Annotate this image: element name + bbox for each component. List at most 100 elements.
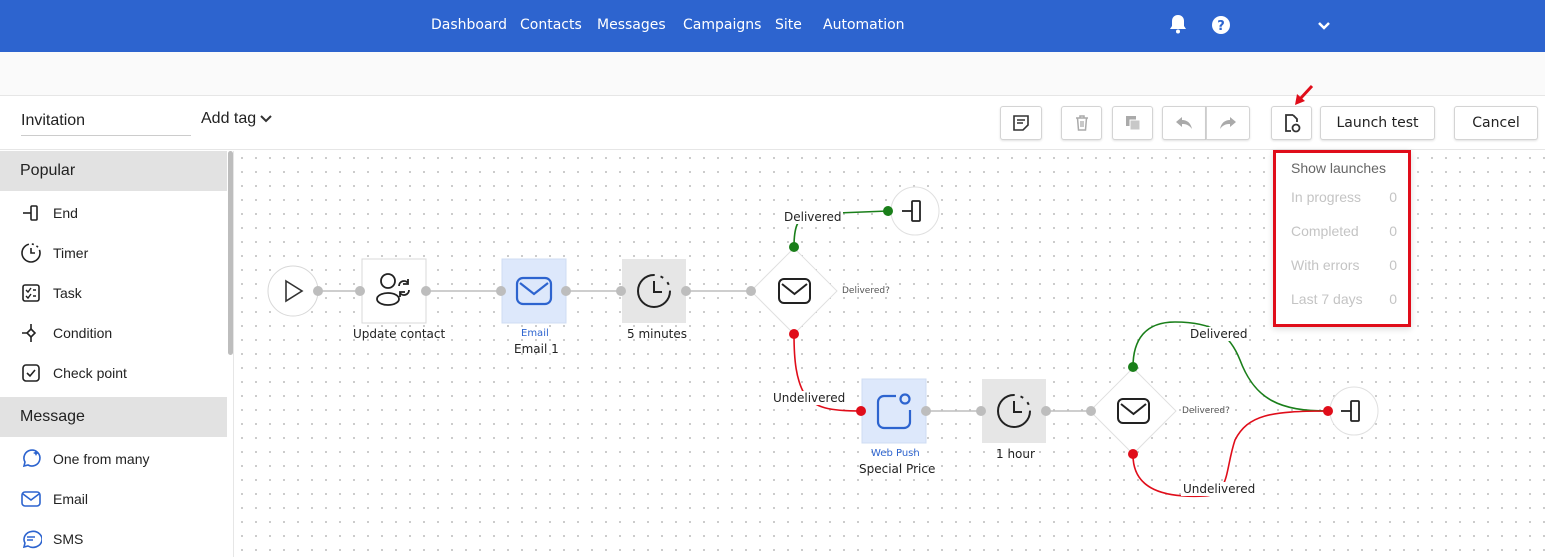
undelivered-label: Undelivered [1181, 482, 1258, 496]
palette-item-label: Check point [53, 365, 127, 381]
sidebar-scrollbar[interactable] [228, 151, 233, 355]
undo-icon [1176, 117, 1192, 129]
timer-icon [997, 394, 1031, 428]
show-launches-link[interactable]: Show launches [1291, 160, 1386, 176]
email-name-label: Email 1 [514, 342, 559, 356]
nav-campaigns[interactable]: Campaigns [683, 17, 762, 33]
launch-stat-row: With errors 0 [1291, 257, 1397, 273]
web-push-icon [876, 393, 912, 430]
web-push-name-label: Special Price [859, 462, 936, 476]
cancel-button[interactable]: Cancel [1454, 106, 1538, 140]
delivered-label: Delivered [782, 210, 844, 224]
annotation-arrow-icon [1295, 84, 1314, 105]
palette-item-label: Email [53, 491, 89, 507]
palette-item-condition[interactable]: Condition [20, 321, 112, 345]
start-node [267, 265, 319, 317]
end-node [1329, 386, 1379, 436]
header-spacer [0, 52, 1545, 96]
email-icon [20, 488, 42, 510]
sms-icon [20, 528, 42, 550]
duplicate-button[interactable] [1112, 106, 1153, 140]
undelivered-label: Undelivered [771, 391, 848, 405]
launch-test-button[interactable]: Launch test [1320, 106, 1435, 140]
launch-stat-value: 0 [1389, 257, 1397, 273]
nav-messages[interactable]: Messages [597, 17, 666, 33]
launch-history-button[interactable] [1271, 106, 1312, 140]
web-push-type-label: Web Push [871, 448, 920, 459]
connection-ports [313, 286, 1096, 416]
end-node [890, 186, 940, 236]
condition-label: Delivered? [1182, 406, 1230, 416]
flow-diagram [267, 186, 1379, 498]
add-tag-dropdown[interactable]: Add tag [201, 110, 272, 128]
palette-item-check-point[interactable]: Check point [20, 361, 127, 385]
undo-button[interactable] [1162, 106, 1206, 140]
section-popular: Popular [0, 151, 227, 191]
nav-dashboard[interactable]: Dashboard [431, 17, 507, 33]
delivery-check-node [1089, 367, 1177, 455]
launch-stat-value: 0 [1389, 189, 1397, 205]
timer-label: 5 minutes [627, 327, 688, 341]
end-icon [902, 200, 921, 222]
launch-stat-value: 0 [1389, 291, 1397, 307]
delivered-ports [789, 206, 1138, 372]
redo-icon [1220, 117, 1236, 129]
sparkle-chat-icon [20, 448, 42, 470]
launch-stat-label: With errors [1291, 257, 1360, 273]
palette-item-label: One from many [53, 451, 150, 467]
palette-item-sms[interactable]: SMS [20, 527, 83, 551]
task-icon [20, 282, 42, 304]
palette-item-label: End [53, 205, 78, 221]
trash-icon [1075, 115, 1088, 131]
palette-item-label: Task [53, 285, 82, 301]
user-sync-icon [376, 273, 410, 306]
web-push-node [861, 378, 927, 444]
palette-item-task[interactable]: Task [20, 281, 82, 305]
timer-label: 1 hour [996, 447, 1035, 461]
bell-icon[interactable] [1168, 13, 1188, 40]
palette-item-label: SMS [53, 531, 84, 547]
email-icon [1117, 398, 1150, 424]
email-type-label: Email [521, 328, 549, 339]
palette-item-end[interactable]: End [20, 201, 78, 225]
launch-stat-label: Completed [1291, 223, 1359, 239]
svg-text:?: ? [1217, 19, 1225, 34]
block-palette: Popular End Timer Task Condition Check p… [0, 151, 234, 557]
nav-contacts[interactable]: Contacts [520, 17, 582, 33]
timer-icon [637, 274, 671, 308]
end-icon [20, 202, 42, 224]
launch-stat-row: In progress 0 [1291, 189, 1397, 205]
scenario-name-input[interactable]: Invitation [21, 110, 191, 136]
palette-item-one-from-many[interactable]: One from many [20, 447, 149, 471]
notes-button[interactable] [1000, 106, 1042, 140]
chevron-down-icon [260, 115, 272, 123]
delivered-label: Delivered [1188, 327, 1250, 341]
delivery-check-node [750, 247, 838, 335]
delete-button[interactable] [1061, 106, 1102, 140]
chevron-down-icon[interactable] [1317, 18, 1331, 36]
nav-automation[interactable]: Automation [823, 17, 905, 33]
condition-label: Delivered? [842, 286, 890, 296]
launch-stat-label: In progress [1291, 189, 1362, 205]
launch-stat-label: Last 7 days [1291, 291, 1363, 307]
top-navigation: Dashboard Contacts Messages Campaigns Si… [0, 0, 1545, 52]
section-message: Message [0, 397, 227, 437]
help-icon[interactable]: ? [1211, 13, 1231, 40]
palette-item-timer[interactable]: Timer [20, 241, 88, 265]
palette-item-label: Condition [53, 325, 113, 341]
flow-connectors [318, 290, 1091, 412]
email-icon [778, 278, 811, 304]
end-icon [1341, 400, 1360, 422]
palette-item-label: Timer [53, 245, 89, 261]
add-tag-label: Add tag [201, 110, 257, 127]
launch-stat-value: 0 [1389, 223, 1397, 239]
launch-stat-row: Completed 0 [1291, 223, 1397, 239]
redo-button[interactable] [1206, 106, 1250, 140]
copy-icon [1125, 116, 1140, 131]
update-contact-label: Update contact [353, 327, 446, 341]
palette-item-email[interactable]: Email [20, 487, 88, 511]
timer-icon [20, 242, 42, 264]
nav-site[interactable]: Site [775, 17, 802, 33]
launch-history-icon [1284, 114, 1300, 133]
launches-popup: Show launches In progress 0 Completed 0 … [1273, 150, 1411, 327]
